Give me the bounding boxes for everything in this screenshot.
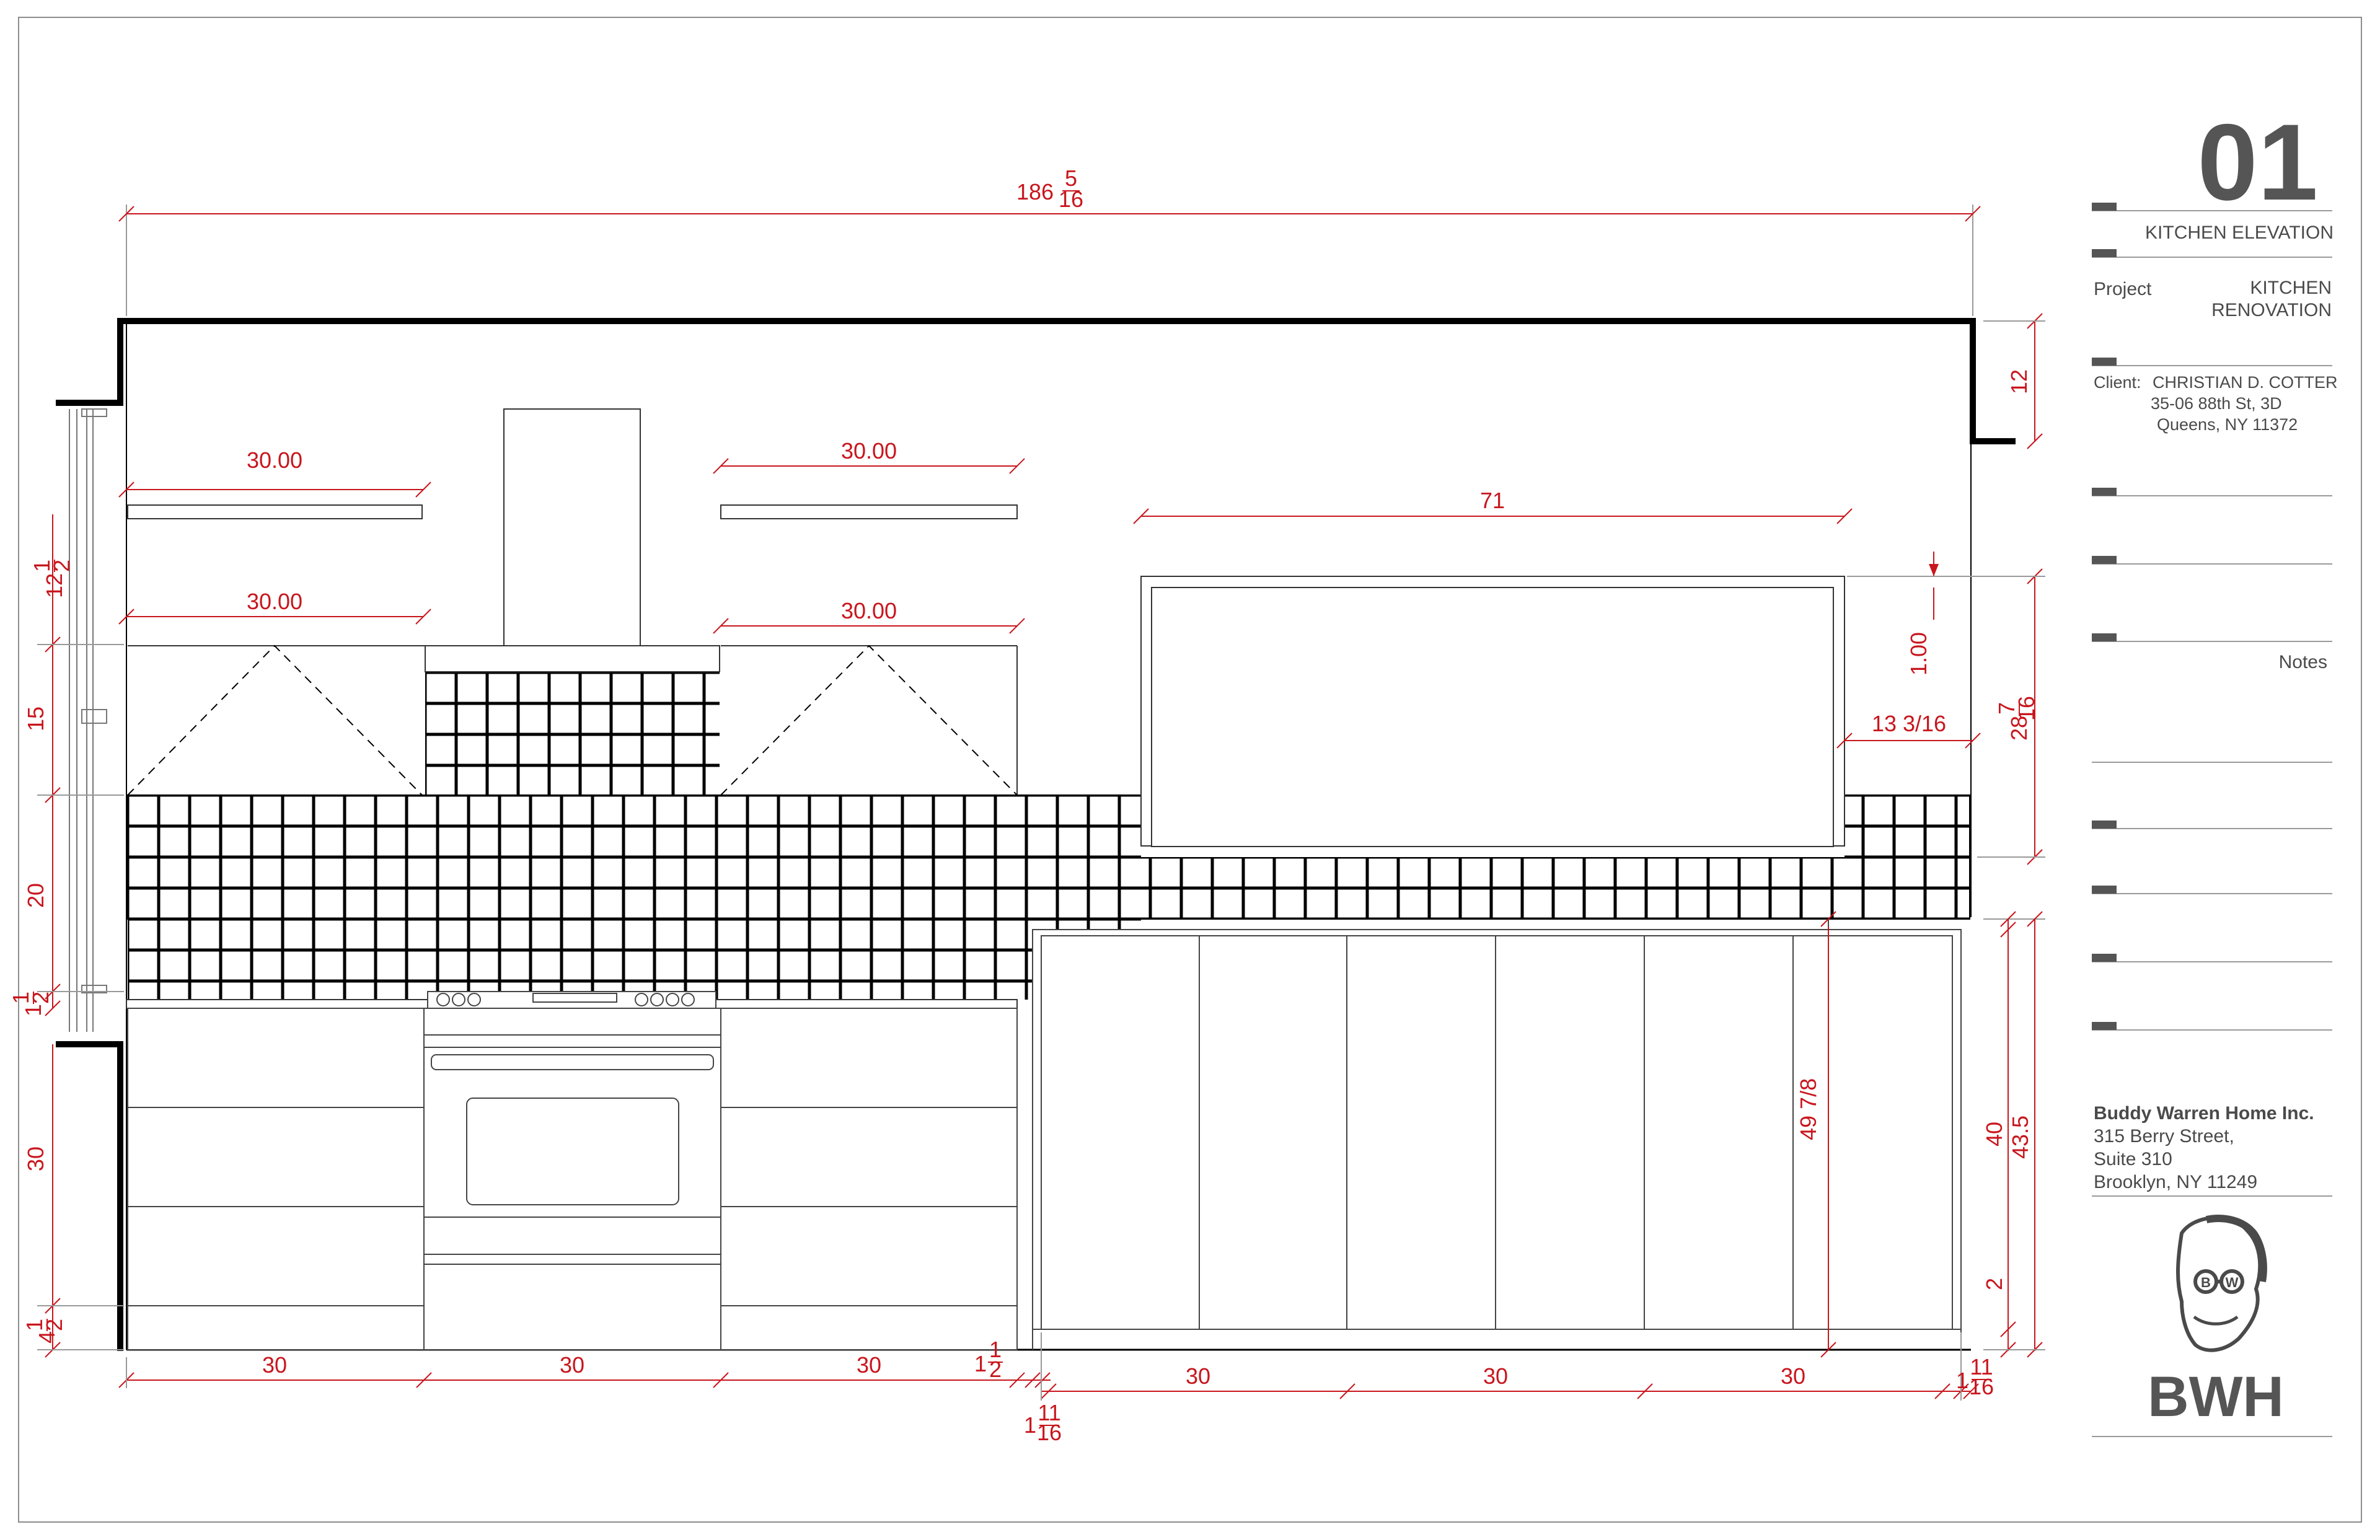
dim-left-b: 15 [23, 706, 48, 731]
svg-text:2: 2 [49, 560, 74, 572]
dim-island-c: 30 [1781, 1363, 1805, 1389]
island-cabinets [1032, 929, 1962, 1350]
range-stove [423, 991, 721, 1350]
side-wall-section [69, 408, 107, 1032]
notes-label: Notes [2279, 652, 2327, 672]
svg-text:2: 2 [42, 1319, 67, 1331]
dim-shelf-upper-right: 30.00 [841, 438, 897, 464]
dim-window-height: 28 7 16 [1994, 696, 2039, 741]
logo-eye-left: B [2201, 1275, 2211, 1290]
dim-island-a: 30 [1186, 1363, 1210, 1389]
hidden-shelf-brackets [127, 645, 1018, 796]
dim-window-width: 71 [1480, 488, 1505, 513]
svg-text:12: 12 [42, 573, 67, 598]
svg-text:5: 5 [1065, 165, 1077, 191]
company-address-line1: 315 Berry Street, [2094, 1126, 2234, 1146]
dim-overall-width: 186 5 16 [1016, 165, 1083, 212]
project-name-line1: KITCHEN [2250, 278, 2332, 298]
company-address-line3: Brooklyn, NY 11249 [2094, 1172, 2257, 1192]
company-logo-portrait [2176, 1215, 2267, 1352]
open-shelves [127, 504, 1018, 795]
client-name: CHRISTIAN D. COTTER [2153, 373, 2338, 392]
title-block-markers [2092, 203, 2117, 1030]
svg-text:2: 2 [28, 992, 53, 1004]
svg-text:1: 1 [1024, 1412, 1036, 1438]
client-label: Client: [2094, 373, 2141, 392]
dim-gap-a: 1 1 2 [974, 1337, 1003, 1382]
dim-gap-c: 1 11 16 [1956, 1354, 1994, 1399]
svg-text:16: 16 [1969, 1374, 1994, 1399]
dim-base-range: 30 [560, 1352, 584, 1378]
window [1140, 576, 1845, 847]
svg-text:186: 186 [1016, 179, 1054, 205]
svg-text:11: 11 [1970, 1354, 1993, 1379]
svg-text:1: 1 [20, 1004, 46, 1016]
dim-left-c: 20 [23, 883, 48, 908]
svg-text:1: 1 [22, 1319, 47, 1331]
dim-left-d: 1 1 2 [8, 992, 53, 1016]
svg-text:1: 1 [989, 1337, 1002, 1362]
drawing-title: KITCHEN ELEVATION [2145, 222, 2334, 243]
base-cabinets-right [720, 1008, 1018, 1350]
svg-text:2: 2 [989, 1357, 1002, 1382]
dim-gap-b: 1 11 16 [1024, 1400, 1062, 1445]
svg-text:1: 1 [8, 992, 33, 1004]
dimension-labels: 186 5 16 30.00 30.00 30.00 30.00 71 1.00… [8, 165, 2039, 1445]
svg-text:1: 1 [1956, 1368, 1968, 1393]
company-address-line2: Suite 310 [2094, 1149, 2172, 1169]
dim-shelf-upper-left: 30.00 [247, 447, 302, 473]
dim-window-offset: 1.00 [1906, 632, 1931, 675]
dim-left-a: 12 1 2 [29, 560, 74, 598]
dim-base-left: 30 [262, 1352, 287, 1378]
dim-base-right: 30 [857, 1352, 881, 1378]
svg-text:11: 11 [1038, 1400, 1060, 1425]
svg-text:16: 16 [1037, 1420, 1062, 1445]
company-logo-text: BWH [2148, 1365, 2284, 1428]
range-hood [425, 408, 720, 672]
dimension-lines [37, 205, 2045, 1401]
dim-shelf-lower-right: 30.00 [841, 598, 897, 623]
dim-shelf-lower-left: 30.00 [247, 589, 302, 614]
dim-island-body-height: 40 [1981, 1122, 2007, 1146]
dim-island-toe: 2 [1981, 1278, 2007, 1290]
dim-island-b: 30 [1483, 1363, 1508, 1389]
dim-left-e: 30 [23, 1146, 48, 1171]
svg-text:28: 28 [2006, 716, 2032, 741]
svg-text:16: 16 [2014, 696, 2039, 721]
project-name-line2: RENOVATION [2211, 300, 2332, 320]
svg-text:1: 1 [974, 1351, 987, 1376]
client-address-line2: Queens, NY 11372 [2157, 415, 2298, 434]
svg-text:16: 16 [1059, 187, 1083, 212]
dim-island-total-height: 43.5 [2008, 1115, 2033, 1159]
company-name: Buddy Warren Home Inc. [2094, 1103, 2314, 1124]
client-address-line1: 35-06 88th St, 3D [2151, 394, 2282, 413]
dim-counter-height: 49 7/8 [1796, 1078, 1821, 1140]
svg-text:1: 1 [29, 560, 55, 572]
title-block: 01 KITCHEN EL [2092, 102, 2338, 1437]
dim-soffit-height: 12 [2006, 369, 2032, 394]
project-label: Project [2094, 279, 2152, 299]
svg-text:4: 4 [34, 1331, 60, 1344]
dim-window-right-gap: 13 3/16 [1872, 711, 1946, 736]
sheet-border [18, 17, 2362, 1523]
title-block-rules [2092, 210, 2332, 1437]
sheet-number: 01 [2197, 102, 2318, 223]
logo-eye-right: W [2226, 1275, 2239, 1290]
dim-left-f: 4 1 2 [22, 1319, 67, 1344]
svg-text:7: 7 [1994, 702, 2019, 715]
backsplash-tiles [127, 672, 1970, 1000]
base-cabinets-left [127, 1008, 425, 1350]
